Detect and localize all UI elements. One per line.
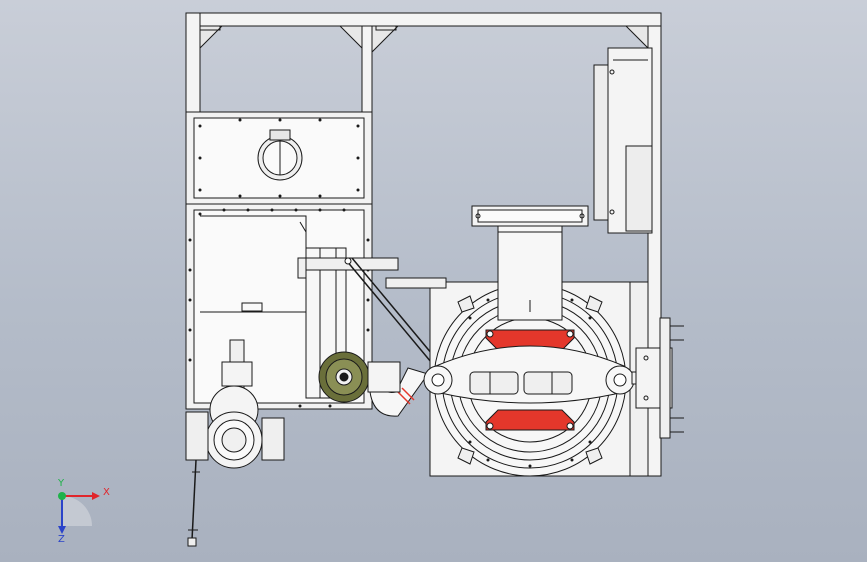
y-axis-label: Y <box>58 478 65 489</box>
cross-arm <box>423 345 659 404</box>
pump-assembly <box>185 339 285 547</box>
side-bracket <box>635 317 684 439</box>
drive-motor <box>318 351 401 403</box>
upper-cabinet <box>185 111 373 205</box>
linkage-rod <box>344 257 443 369</box>
x-axis-label: X <box>103 487 110 498</box>
axis-triad-icon <box>58 492 100 534</box>
feed-chute <box>471 205 589 321</box>
z-axis-label: Z <box>58 534 65 545</box>
side-mount-panel <box>593 47 653 234</box>
